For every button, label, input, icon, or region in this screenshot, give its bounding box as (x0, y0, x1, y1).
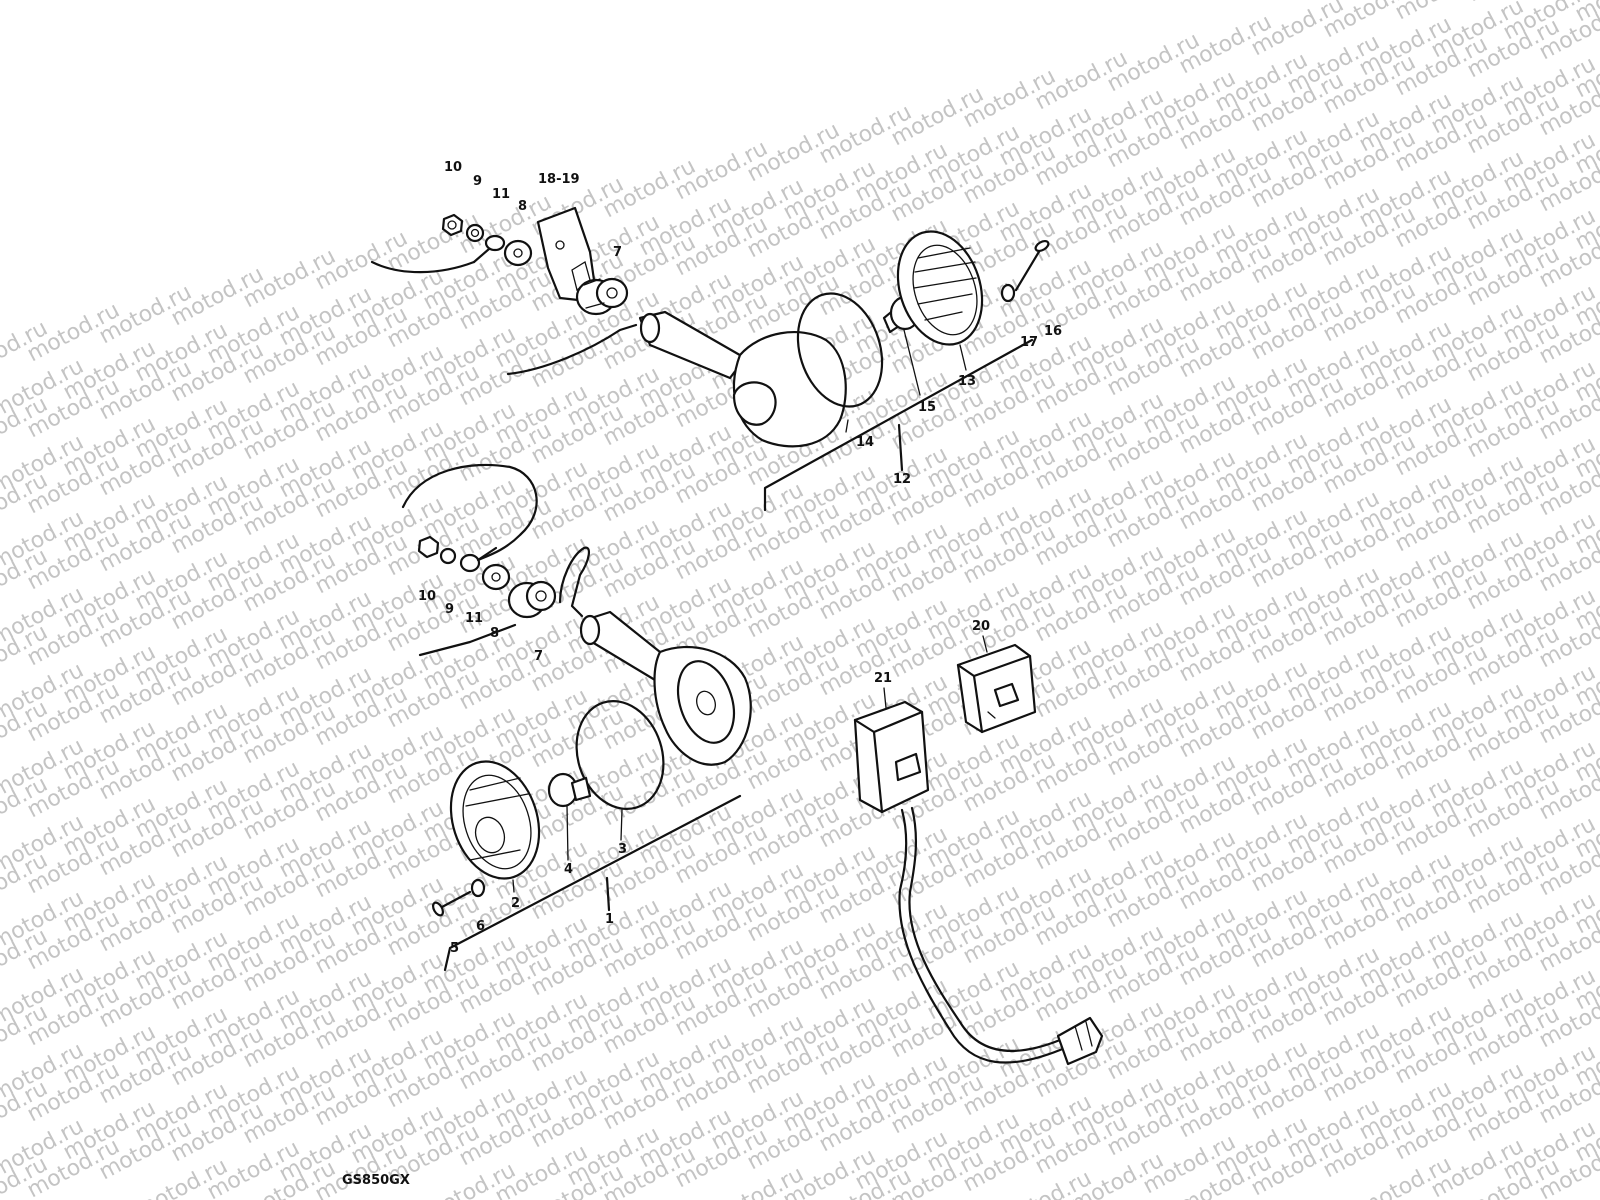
callout-6: 6 (476, 919, 485, 934)
relay-20 (956, 643, 1037, 734)
callout-16: 16 (1044, 324, 1062, 339)
bottom-wire-tail (558, 546, 590, 618)
lens-2 (449, 760, 541, 880)
callout-21: 21 (874, 671, 892, 686)
callout-9-top: 9 (473, 174, 482, 189)
top-turn-signal-assembly (370, 206, 1050, 512)
bottom-turn-signal-assembly (401, 463, 752, 972)
washer-8-bottom (481, 563, 511, 591)
callout-13: 13 (958, 374, 976, 389)
screw-16 (1014, 239, 1050, 292)
model-code: GS850GX (342, 1173, 410, 1188)
callout-9-bottom: 9 (445, 602, 454, 617)
nut-10-bottom (417, 535, 440, 559)
callout-8-top: 8 (518, 199, 527, 214)
lock-washer-9-top (465, 223, 485, 243)
washer-6 (470, 878, 486, 898)
lock-washer-9-bottom (439, 547, 457, 565)
bottom-wire-lower (418, 623, 517, 657)
turn-signal-housing-top (638, 310, 847, 448)
callout-7-bottom: 7 (534, 649, 543, 664)
top-wire-lower (506, 323, 638, 376)
bulb-4 (547, 772, 592, 808)
terminal-11-bottom (459, 546, 498, 573)
callout-11-top: 11 (492, 187, 510, 202)
turn-signal-housing-bottom (579, 610, 752, 766)
callout-10-bottom: 10 (418, 589, 436, 604)
callout-11-bottom: 11 (465, 611, 483, 626)
callout-1: 1 (605, 912, 614, 927)
callout-18-19: 18-19 (538, 172, 580, 187)
callout-12: 12 (893, 472, 911, 487)
callout-5: 5 (450, 941, 459, 956)
callouts-relays: 20 21 (874, 619, 990, 709)
group-bracket-12 (763, 338, 1034, 512)
grommet-7-top (575, 277, 629, 316)
group-bracket-1 (443, 794, 742, 972)
relay-21 (853, 700, 930, 814)
callout-8-bottom: 8 (490, 626, 499, 641)
gasket-3 (575, 700, 665, 810)
callout-7-top: 7 (613, 245, 622, 260)
callout-3: 3 (618, 842, 627, 857)
washer-17 (1000, 283, 1016, 303)
callout-4: 4 (564, 862, 573, 877)
gasket-14 (796, 292, 884, 408)
callout-14: 14 (856, 435, 874, 450)
lens-13 (896, 230, 984, 346)
top-wire-upper (370, 260, 476, 274)
screw-5 (431, 890, 472, 917)
callout-10-top: 10 (444, 160, 462, 175)
callouts-bottom: 10 9 11 8 7 3 4 2 6 5 1 (418, 589, 627, 956)
callout-2: 2 (511, 896, 520, 911)
washer-8-top (503, 239, 533, 267)
callout-17: 17 (1020, 335, 1038, 350)
bottom-wire-loop (401, 463, 538, 562)
grommet-7-bottom (507, 580, 557, 619)
terminal-11-top (472, 234, 506, 264)
callouts-top: 10 9 11 8 18-19 7 14 15 13 17 16 12 (444, 160, 1062, 487)
callout-15: 15 (918, 400, 936, 415)
callout-20: 20 (972, 619, 990, 634)
relay-harness (898, 806, 1104, 1066)
nut-10-top (441, 213, 464, 237)
